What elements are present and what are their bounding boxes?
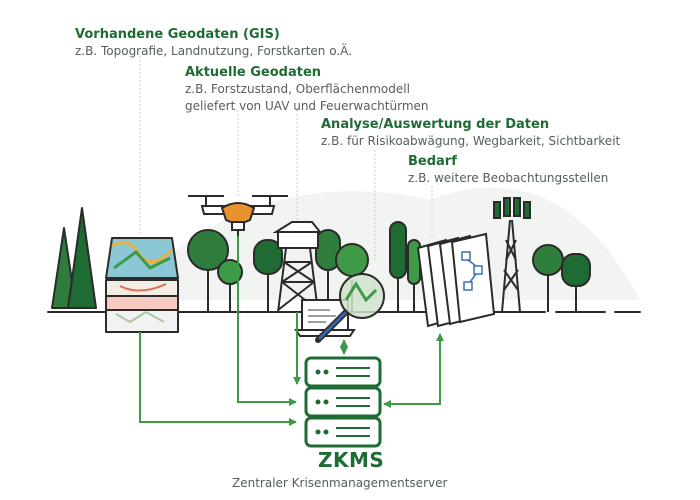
arrow-documents-server xyxy=(383,333,444,408)
server-subtitle: Zentraler Krisenmanagementserver xyxy=(232,476,448,490)
label-current-geodata-desc-1: z.B. Forstzustand, Oberflächenmodell xyxy=(185,82,410,96)
label-analysis-desc: z.B. für Risikoabwägung, Wegbarkeit, Sic… xyxy=(321,134,621,148)
label-demand: Bedarf z.B. weitere Beobachtungsstellen xyxy=(408,153,608,187)
label-analysis-title: Analyse/Auswertung der Daten xyxy=(321,117,550,132)
leader-lines xyxy=(139,56,433,262)
label-current-geodata-title: Aktuelle Geodaten xyxy=(185,65,322,80)
label-existing-geodata-desc: z.B. Topografie, Landnutzung, Forstkarte… xyxy=(75,44,352,58)
magnifier-icon xyxy=(315,273,385,343)
fire-watch-tower xyxy=(272,221,323,313)
label-current-geodata-desc-2: geliefert von UAV und Feuerwachtürmen xyxy=(185,99,429,113)
label-demand-title: Bedarf xyxy=(408,154,457,169)
server-title: ZKMS xyxy=(318,448,385,472)
server-icon xyxy=(304,356,382,448)
label-existing-geodata-title: Vorhandene Geodaten (GIS) xyxy=(75,27,280,42)
connector-arrows xyxy=(139,236,444,426)
gis-map-stack xyxy=(105,237,179,333)
drone-icon xyxy=(188,195,288,236)
label-demand-desc: z.B. weitere Beobachtungsstellen xyxy=(408,171,609,185)
label-current-geodata: Aktuelle Geodaten z.B. Forstzustand, Obe… xyxy=(185,64,429,115)
label-existing-geodata: Vorhandene Geodaten (GIS) z.B. Topografi… xyxy=(75,26,352,60)
arrow-gis-to-server xyxy=(139,332,297,426)
analysis-documents xyxy=(416,232,496,328)
radio-mast xyxy=(493,197,531,313)
arrow-drone-to-server xyxy=(237,236,297,406)
round-trees xyxy=(187,221,591,312)
cypress-trees-left xyxy=(51,207,97,309)
label-analysis: Analyse/Auswertung der Daten z.B. für Ri… xyxy=(321,116,620,150)
